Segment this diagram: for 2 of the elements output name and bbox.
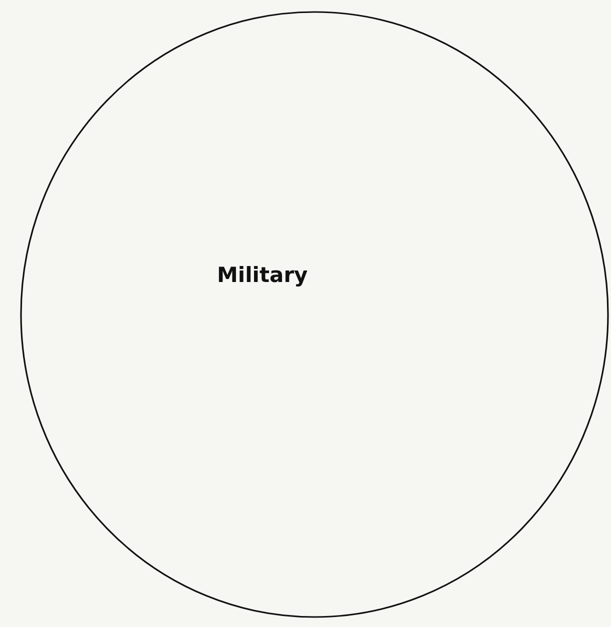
circle-label: Military xyxy=(217,263,308,287)
circle xyxy=(20,11,609,618)
